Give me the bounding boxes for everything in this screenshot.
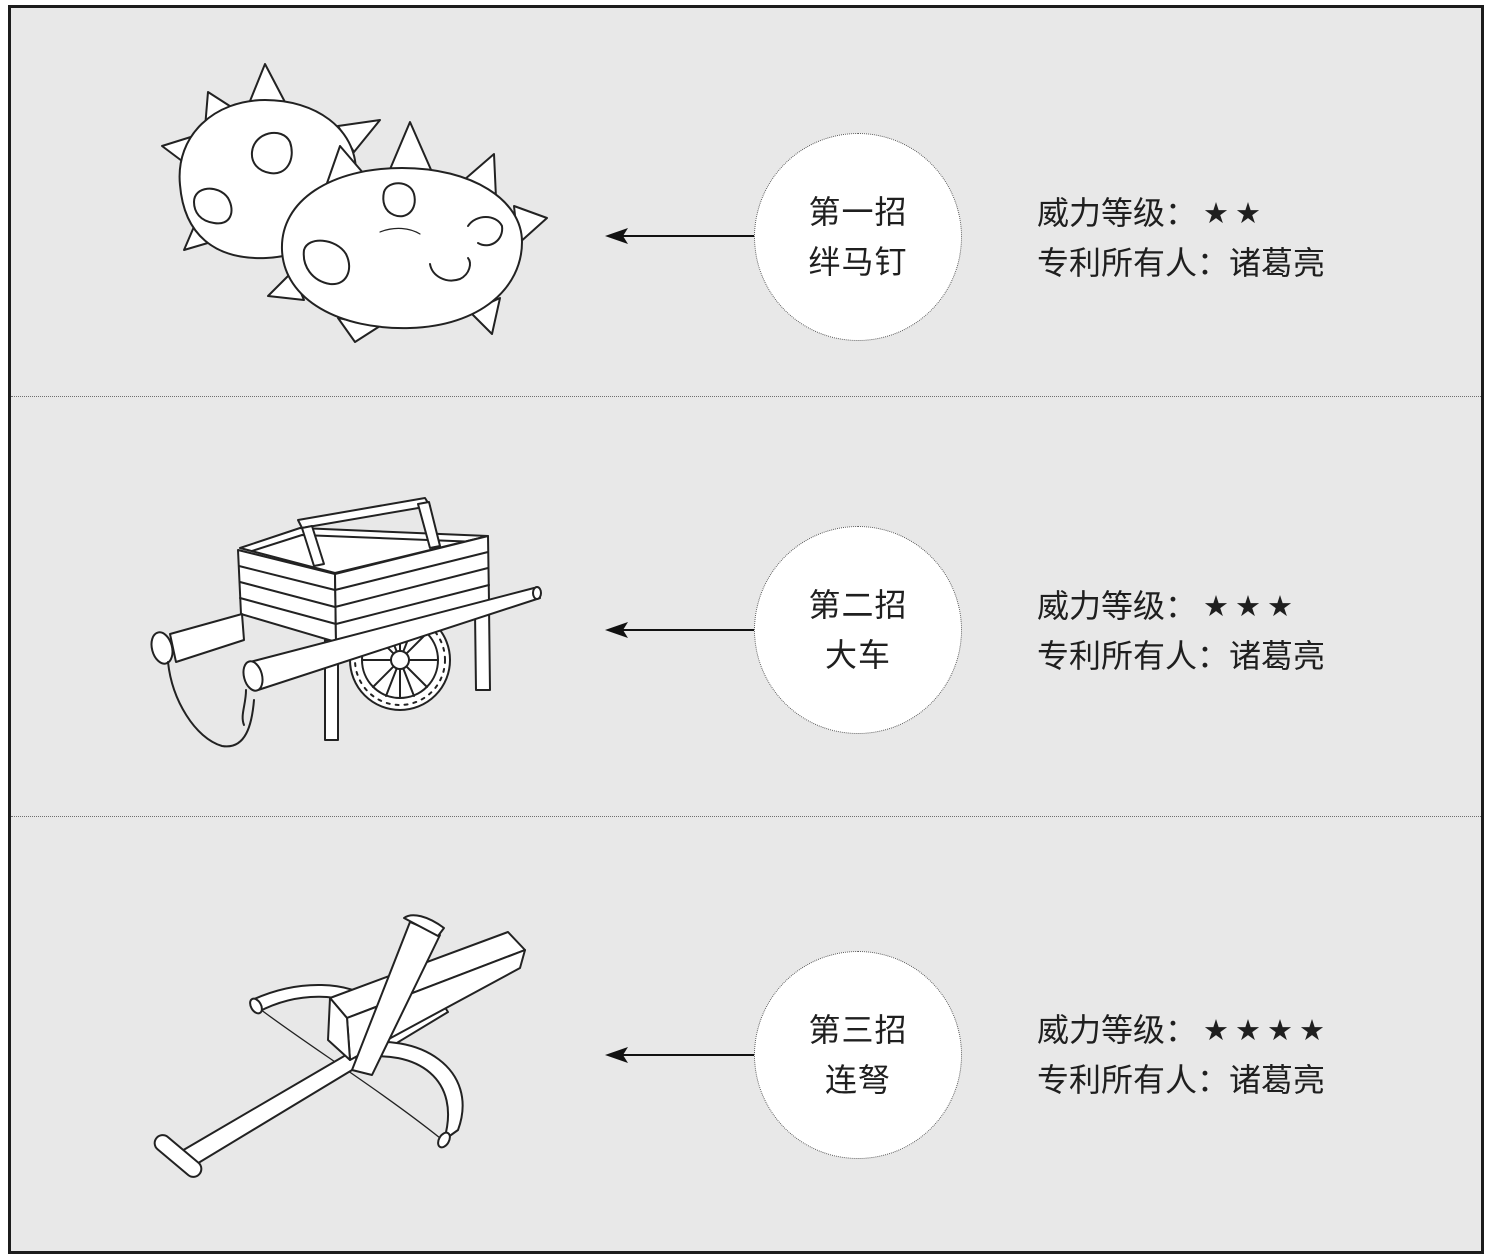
owner-name: 诸葛亮 [1229,637,1326,675]
crossbow-illustration [153,914,526,1178]
patent-owner: 专利所有人：诸葛亮 [1037,238,1325,288]
weapon-info: 威力等级：★★★ 专利所有人：诸葛亮 [1037,581,1325,681]
power-rating: 威力等级：★★ [1037,188,1325,238]
weapon-info: 威力等级：★★ 专利所有人：诸葛亮 [1037,188,1325,288]
section-divider [11,816,1481,817]
power-rating: 威力等级：★★★★ [1037,1005,1331,1055]
power-label: 威力等级： [1037,194,1198,232]
patent-owner: 专利所有人：诸葛亮 [1037,1055,1331,1105]
cart-handles [150,586,542,748]
owner-name: 诸葛亮 [1229,244,1326,282]
power-stars: ★★ [1203,196,1268,230]
owner-name: 诸葛亮 [1229,1061,1326,1099]
weapon-name: 连弩 [824,1061,891,1099]
power-label: 威力等级： [1037,587,1198,625]
caltrops-illustration [161,63,548,343]
move-number: 第一招 [808,193,908,231]
caltrop-front [267,121,548,343]
owner-label: 专利所有人： [1037,637,1230,675]
arrow-left-icon [605,622,755,638]
move-circle: 第二招 大车 [754,526,962,734]
owner-label: 专利所有人： [1037,244,1230,282]
crossbow-lever [351,914,445,1076]
arrow-left-icon [605,228,755,244]
move-circle: 第一招 绊马钉 [754,133,962,341]
weapon-name: 大车 [824,636,891,674]
arrow-left-icon [605,1047,755,1063]
cart-illustration [150,497,542,748]
weapon-name: 绊马钉 [808,243,908,281]
weapon-info: 威力等级：★★★★ 专利所有人：诸葛亮 [1037,1005,1331,1105]
section-divider [11,396,1481,397]
owner-label: 专利所有人： [1037,1061,1230,1099]
move-number: 第三招 [808,1011,908,1049]
power-rating: 威力等级：★★★ [1037,581,1325,631]
power-stars: ★★★ [1203,589,1300,623]
move-number: 第二招 [808,586,908,624]
cart-legs [324,605,491,741]
patent-owner: 专利所有人：诸葛亮 [1037,631,1325,681]
cart-box [237,497,490,643]
power-stars: ★★★★ [1203,1013,1332,1047]
power-label: 威力等级： [1037,1011,1198,1049]
move-circle: 第三招 连弩 [754,951,962,1159]
